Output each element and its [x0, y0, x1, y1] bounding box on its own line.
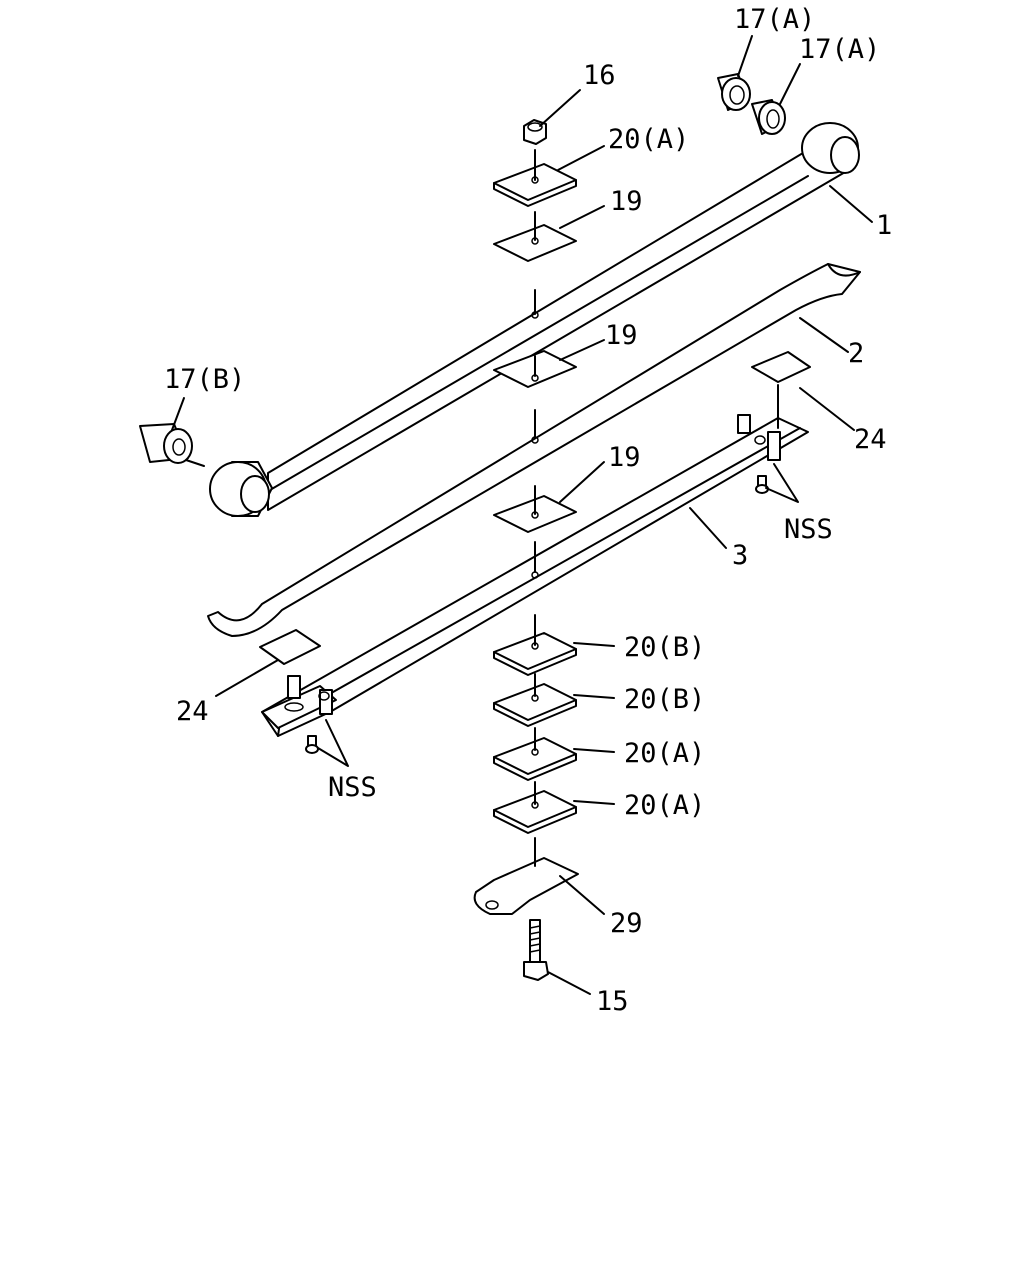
bushing-17a-upper: [717, 73, 751, 111]
third-leaf-part-3: [261, 414, 809, 737]
label-17a-second: 17(A): [799, 34, 880, 65]
label-20b-first: 20(B): [624, 632, 705, 663]
label-29: 29: [610, 908, 643, 939]
label-19-first: 19: [610, 186, 643, 217]
label-16: 16: [583, 60, 616, 91]
label-24-left: 24: [176, 696, 209, 727]
label-24-right: 24: [854, 424, 887, 455]
label-nss-left: NSS: [328, 772, 377, 803]
label-1: 1: [876, 210, 892, 241]
label-19-third: 19: [608, 442, 641, 473]
label-20a-first: 20(A): [624, 738, 705, 769]
plates-and-pads: [259, 163, 811, 834]
second-leaf-part-2: [207, 263, 861, 637]
label-20b-second: 20(B): [624, 684, 705, 715]
label-nss-right: NSS: [784, 514, 833, 545]
leader-lines: [171, 35, 873, 995]
center-axis-line: [534, 149, 779, 867]
label-15: 15: [596, 986, 629, 1017]
label-17b: 17(B): [164, 364, 245, 395]
label-20a-top: 20(A): [608, 124, 689, 155]
label-17a-first: 17(A): [734, 4, 815, 35]
main-leaf-part-1: [209, 122, 860, 517]
callout-labels: 17(A) 17(A) 16 20(A) 19 1 19 2 17(B) 24 …: [164, 4, 892, 1017]
label-3: 3: [732, 540, 748, 571]
spacer-part-29: [473, 857, 579, 915]
bushing-17a-lower: [751, 99, 786, 135]
label-2: 2: [848, 338, 864, 369]
bolt-part-15: [523, 919, 549, 981]
label-20a-second: 20(A): [624, 790, 705, 821]
bushing-17b: [139, 423, 193, 464]
label-19-second: 19: [605, 320, 638, 351]
